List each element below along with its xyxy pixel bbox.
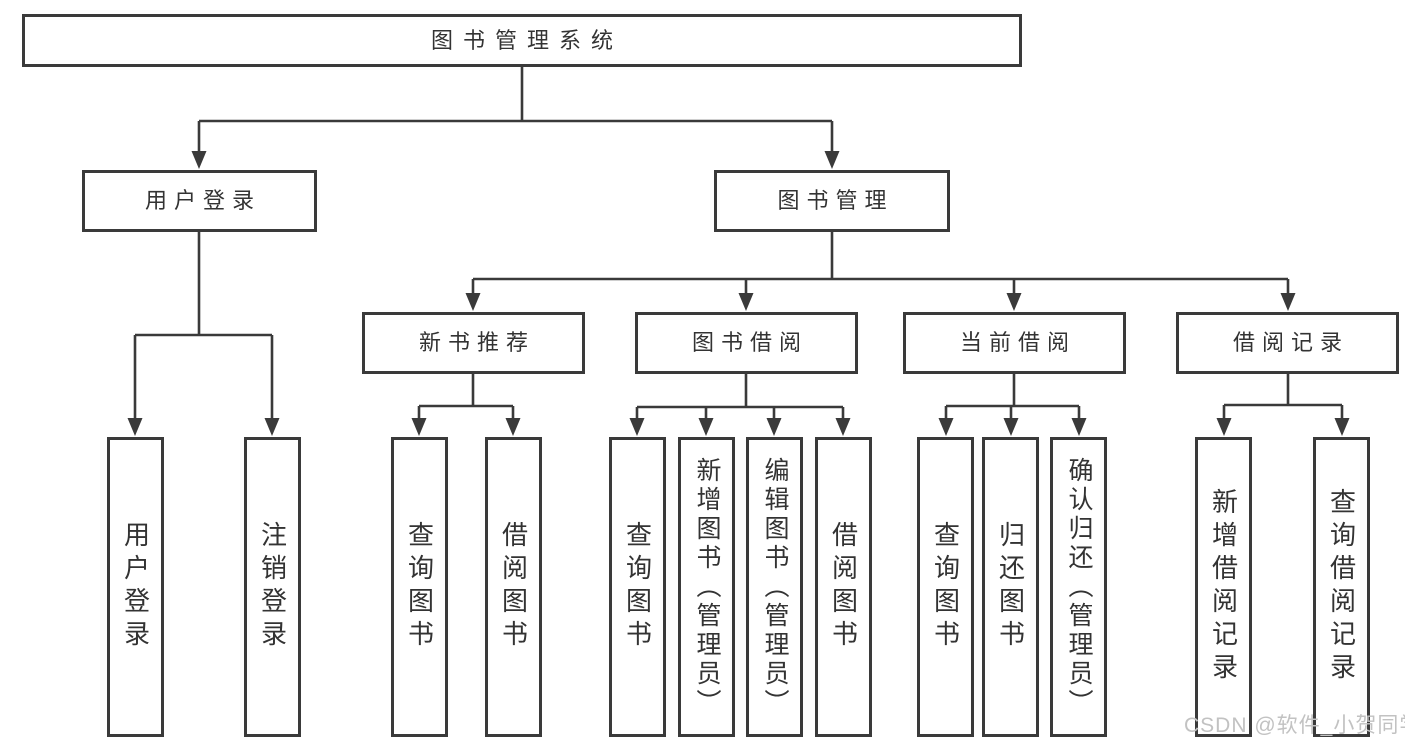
node-leaf-user-login-label: 用户登录 <box>120 521 151 653</box>
node-leaf-logout: 注销登录 <box>244 437 301 737</box>
node-leaf-borrow-books-recommend: 借阅图书 <box>485 437 542 737</box>
node-leaf-search-borrow-record: 查询借阅记录 <box>1313 437 1370 737</box>
node-leaf-confirm-return-admin: 确认归还（管理员） <box>1050 437 1107 737</box>
node-leaf-confirm-return-admin-label: 确认归还（管理员） <box>1065 456 1093 718</box>
node-leaf-search-books-current: 查询图书 <box>917 437 974 737</box>
node-leaf-borrow-books-recommend-label: 借阅图书 <box>498 521 529 653</box>
connector-user-login-to-leaves <box>127 232 280 436</box>
node-leaf-search-books-borrowing: 查询图书 <box>609 437 666 737</box>
node-leaf-return-books: 归还图书 <box>982 437 1039 737</box>
connector-book-borrowing-to-leaves <box>629 374 851 436</box>
node-library-management-system: 图书管理系统 <box>22 14 1022 67</box>
node-leaf-borrow-books-borrowing-label: 借阅图书 <box>828 521 859 653</box>
connector-new-book-to-leaves <box>411 374 521 436</box>
node-leaf-add-borrow-record-label: 新增借阅记录 <box>1208 488 1239 686</box>
node-current-borrowing: 当前借阅 <box>903 312 1126 374</box>
node-borrowing-records: 借阅记录 <box>1176 312 1399 374</box>
node-leaf-add-books-admin-label: 新增图书（管理员） <box>693 456 721 718</box>
node-leaf-return-books-label: 归还图书 <box>995 521 1026 653</box>
node-leaf-search-books-recommend: 查询图书 <box>391 437 448 737</box>
node-borrowing-records-label: 借阅记录 <box>1232 330 1349 355</box>
node-library-management-system-label: 图书管理系统 <box>430 27 623 53</box>
watermark: CSDN @软件_小贺同学 <box>1184 714 1405 737</box>
node-leaf-borrow-books-borrowing: 借阅图书 <box>815 437 872 737</box>
node-user-login-label: 用户登录 <box>144 188 261 213</box>
node-leaf-edit-books-admin: 编辑图书（管理员） <box>746 437 803 737</box>
node-new-book-recommendation-label: 新书推荐 <box>418 330 535 355</box>
node-book-borrowing-label: 图书借阅 <box>691 330 808 355</box>
node-leaf-add-books-admin: 新增图书（管理员） <box>678 437 735 737</box>
node-leaf-logout-label: 注销登录 <box>257 521 288 653</box>
node-new-book-recommendation: 新书推荐 <box>362 312 585 374</box>
node-book-management: 图书管理 <box>714 170 950 232</box>
node-leaf-search-books-current-label: 查询图书 <box>930 521 961 653</box>
connector-borrowing-records-to-leaves <box>1216 374 1350 436</box>
node-leaf-search-borrow-record-label: 查询借阅记录 <box>1326 488 1357 686</box>
node-current-borrowing-label: 当前借阅 <box>959 330 1076 355</box>
node-leaf-user-login: 用户登录 <box>107 437 164 737</box>
node-leaf-edit-books-admin-label: 编辑图书（管理员） <box>761 456 789 718</box>
connector-root-to-level2 <box>191 67 840 169</box>
connector-current-borrowing-to-leaves <box>938 374 1087 436</box>
connector-book-management-to-level3 <box>465 232 1296 311</box>
node-leaf-add-borrow-record: 新增借阅记录 <box>1195 437 1252 737</box>
node-leaf-search-books-borrowing-label: 查询图书 <box>622 521 653 653</box>
node-user-login: 用户登录 <box>82 170 317 232</box>
node-leaf-search-books-recommend-label: 查询图书 <box>404 521 435 653</box>
node-book-management-label: 图书管理 <box>777 188 894 213</box>
node-book-borrowing: 图书借阅 <box>635 312 858 374</box>
